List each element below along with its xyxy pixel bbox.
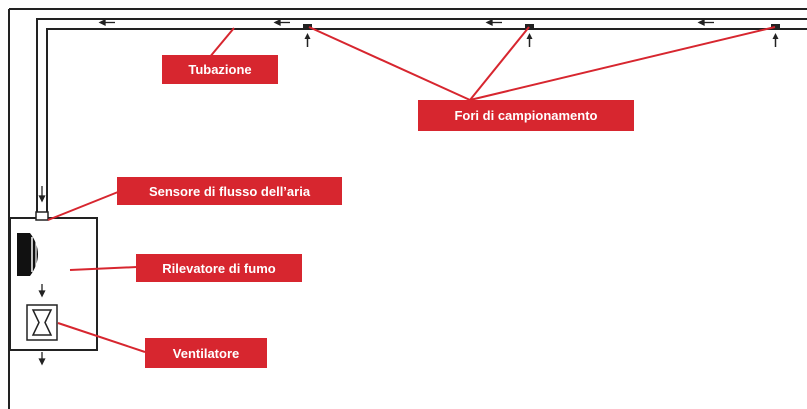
svg-text:Rilevatore di fumo: Rilevatore di fumo [162,261,275,276]
fan-icon [26,304,58,341]
leader-sensore [47,191,119,221]
flow-arrow-icon [273,18,290,27]
svg-text:Fori di campionamento: Fori di campionamento [454,108,597,123]
sampling-hole [525,24,534,47]
leader-rilevatore [69,266,138,271]
flow-arrows [38,18,714,203]
flow-arrow-icon [38,352,46,366]
leader-ventilatore [57,322,146,353]
label-fori-di-campionamento: Fori di campionamento [418,100,634,131]
pipe [36,18,807,217]
svg-text:Ventilatore: Ventilatore [173,346,239,361]
leader-tubazione [208,27,235,59]
leader-fori-1 [308,26,471,101]
smoke-detector-icon [17,233,38,276]
svg-text:Tubazione: Tubazione [188,62,251,77]
leader-fori-2 [469,26,530,101]
label-ventilatore: Ventilatore [145,338,267,368]
flow-arrow-icon [38,284,46,298]
detector-unit [9,211,98,366]
sampling-hole [303,24,312,47]
label-tubazione: Tubazione [162,55,278,84]
flow-arrow-icon [98,18,115,27]
svg-text:Sensore di flusso dell’aria: Sensore di flusso dell’aria [149,184,311,199]
label-sensore-di-flusso: Sensore di flusso dell’aria [117,177,342,205]
leader-fori-3 [469,26,776,101]
air-flow-sensor [35,211,49,221]
room-walls [8,8,807,409]
leader-lines [47,26,776,353]
sampling-hole [771,24,780,47]
label-rilevatore-di-fumo: Rilevatore di fumo [136,254,302,282]
flow-arrow-icon [697,18,714,27]
flow-arrow-icon [38,186,46,203]
sampling-holes [303,24,780,47]
flow-arrow-icon [485,18,502,27]
